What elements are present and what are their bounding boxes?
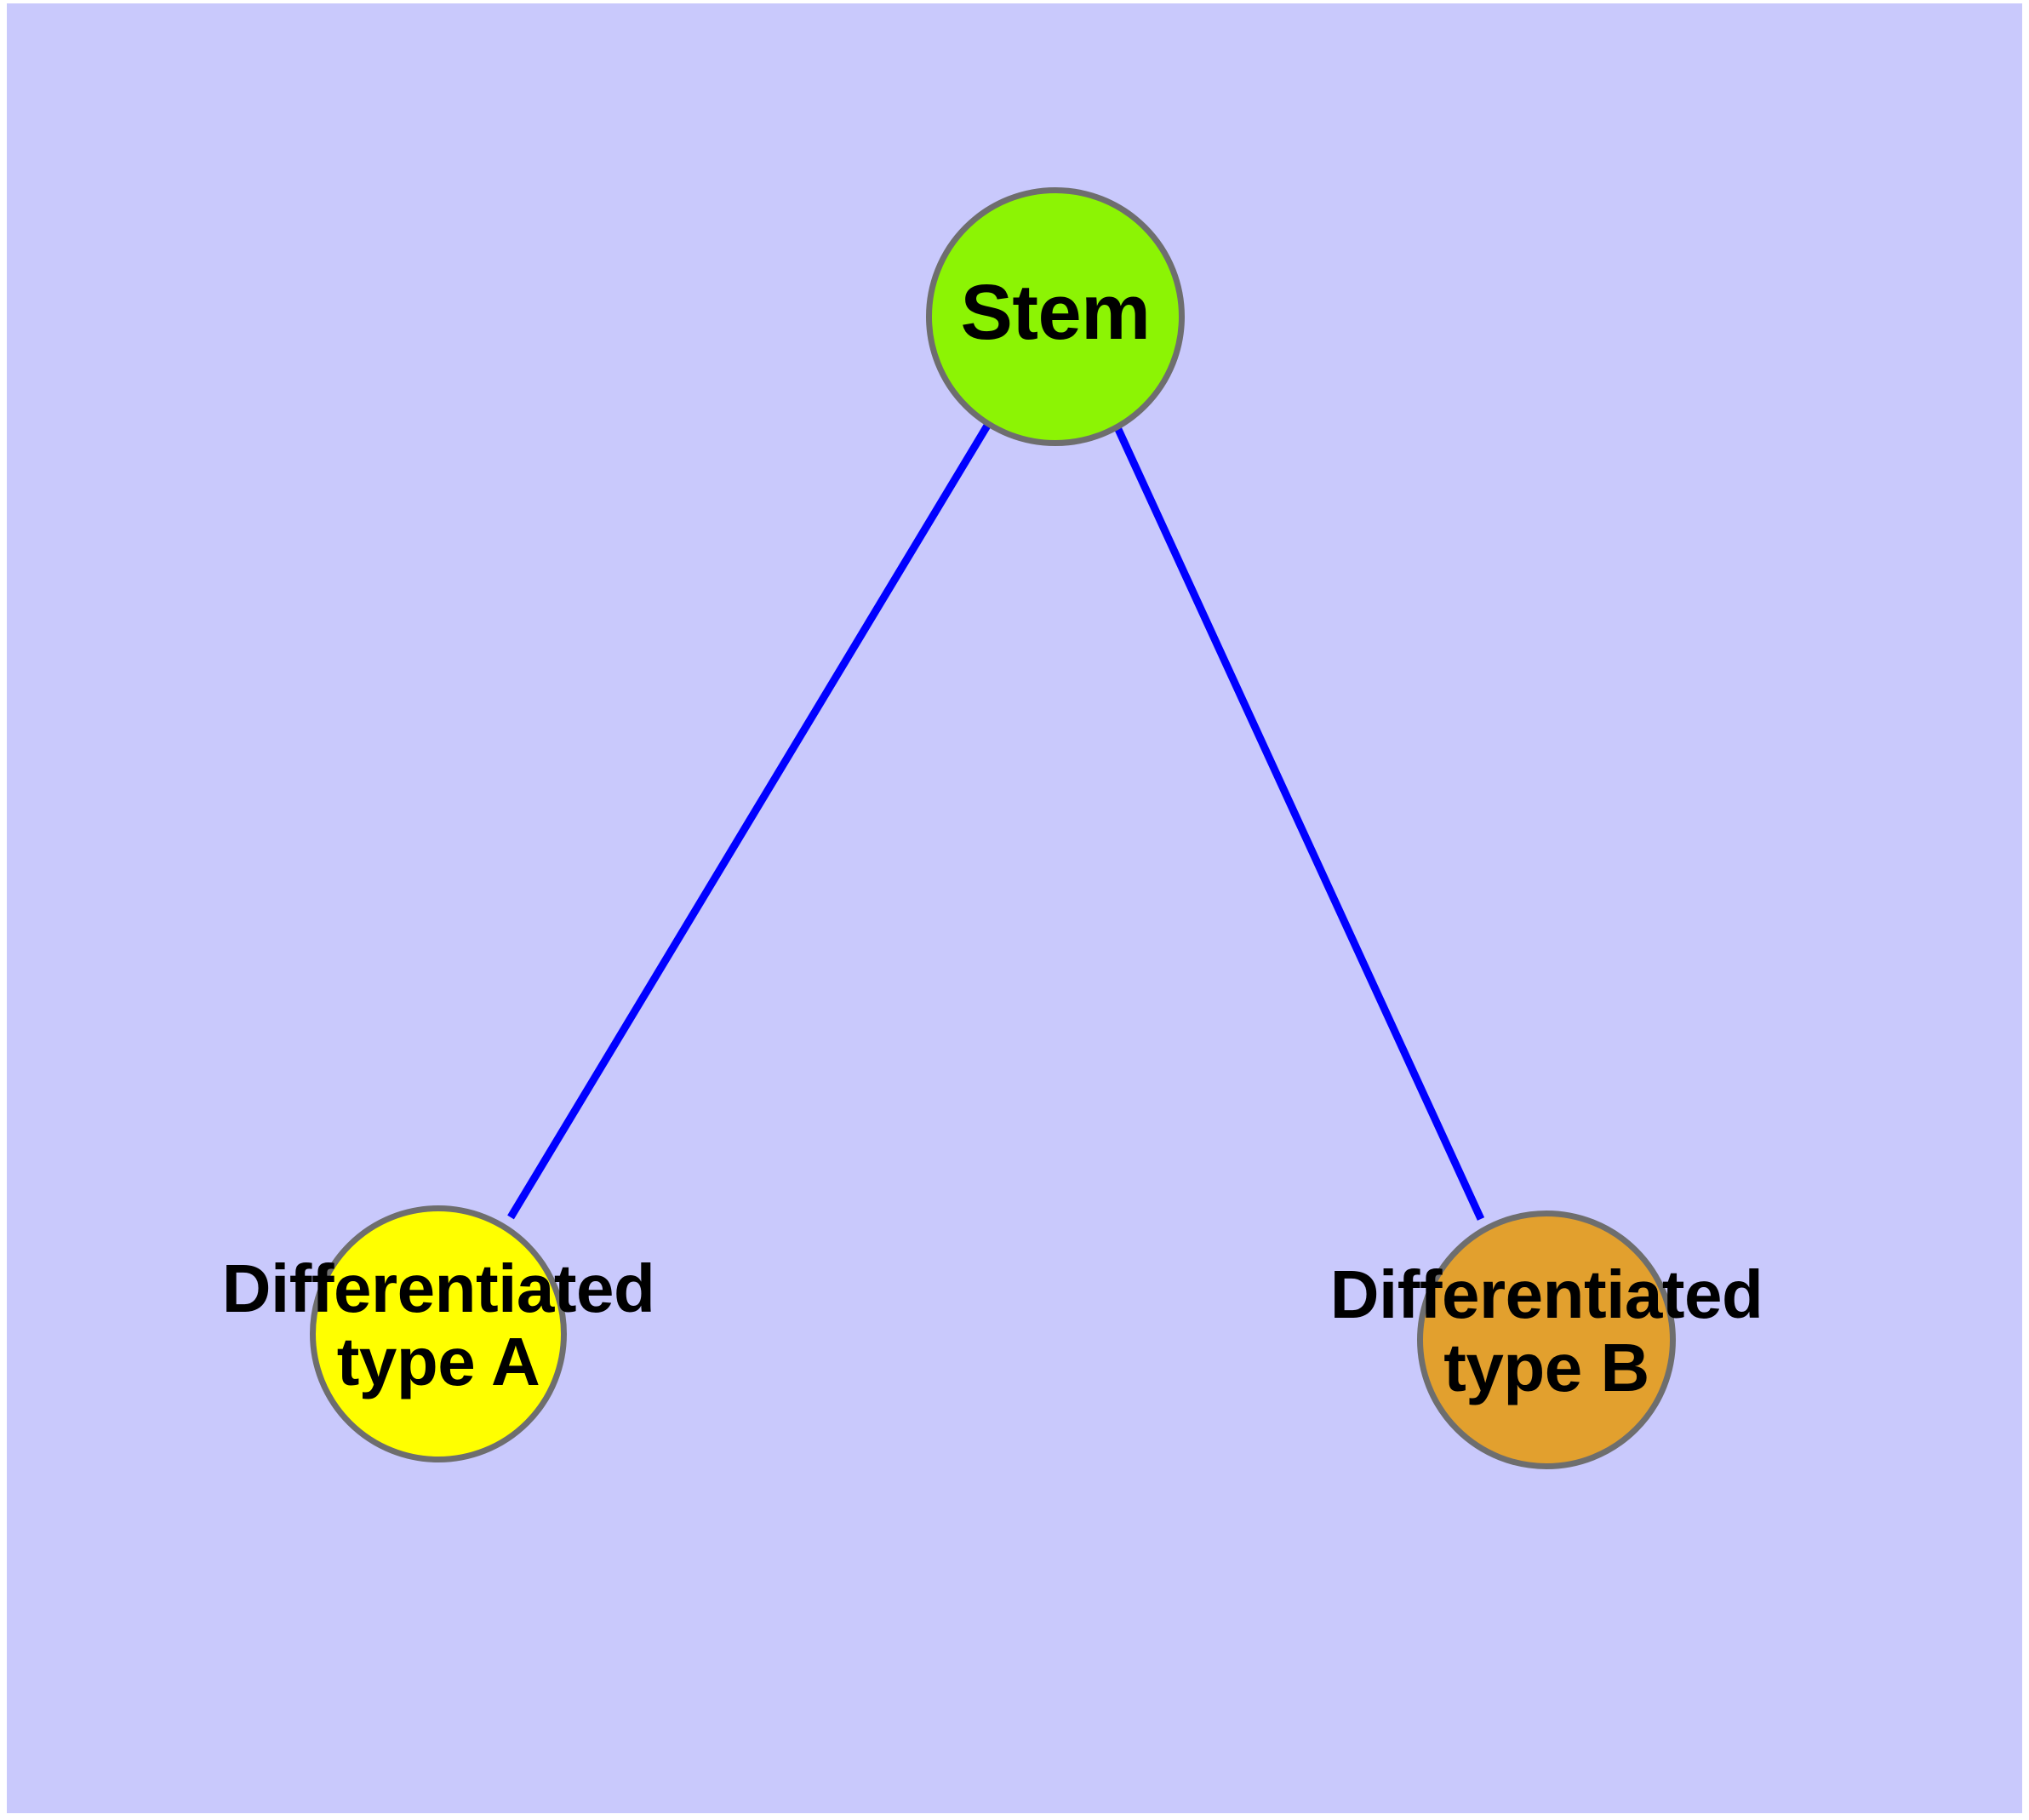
node-differentiated-type-b-label-line2: type B <box>1443 1329 1649 1405</box>
node-differentiated-type-a-label-line2: type A <box>336 1323 540 1399</box>
node-differentiated-type-b[interactable] <box>1417 1210 1676 1469</box>
edge-stem-to-diff-a[interactable] <box>507 423 991 1220</box>
node-stem-label: Stem <box>885 271 1226 355</box>
node-stem[interactable] <box>926 187 1185 446</box>
node-differentiated-type-a-label: Differentiated type A <box>98 1250 779 1399</box>
node-differentiated-type-b-label: Differentiated type B <box>1206 1256 1887 1405</box>
graph-canvas: Stem Differentiated type A Differentiate… <box>7 3 2022 1813</box>
node-stem-label-line1: Stem <box>960 269 1151 357</box>
node-differentiated-type-a[interactable] <box>310 1205 567 1462</box>
node-differentiated-type-a-label-line1: Differentiated <box>221 1250 655 1326</box>
edge-stem-to-diff-b[interactable] <box>1112 424 1485 1221</box>
edge-layer <box>507 423 1485 1221</box>
node-differentiated-type-b-label-line1: Differentiated <box>1329 1256 1763 1332</box>
